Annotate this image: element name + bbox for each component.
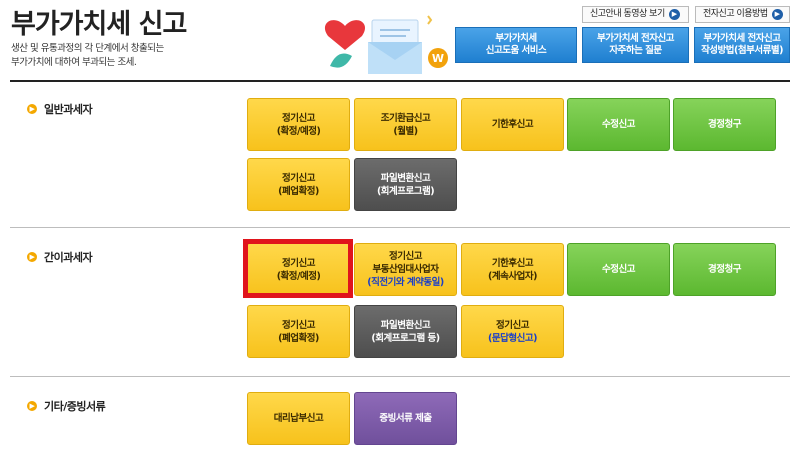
tile-line-1: 수정신고	[602, 119, 635, 130]
tile-line-2: (폐업확정)	[278, 185, 319, 197]
efiling-faq-button[interactable]: 부가가치세 전자신고 자주하는 질문	[582, 27, 689, 63]
tile-line-1: 정기신고	[389, 251, 422, 262]
tile-line-1: 증빙서류 제출	[379, 413, 432, 424]
simplified-correction-claim-tile[interactable]: 경정청구	[673, 243, 776, 296]
page-description: 생산 및 유통과정의 각 단계에서 창출되는 부가가치에 대하여 부과되는 조세…	[11, 42, 164, 70]
simplified-file-conversion-tile[interactable]: 파일변환신고 (회계프로그램 등)	[354, 305, 457, 358]
orange-chevron-icon: ▶	[27, 104, 37, 114]
tile-line-1: 경정청구	[708, 264, 741, 275]
tile-line-2: (확정/예정)	[276, 270, 321, 282]
tile-line-1: 조기환급신고	[380, 112, 431, 124]
general-file-conversion-tile[interactable]: 파일변환신고 (회계프로그램)	[354, 158, 457, 211]
tile-line-1: 정기신고	[496, 319, 529, 331]
general-early-refund-tile[interactable]: 조기환급신고 (월별)	[354, 98, 457, 151]
tile-line-2: (회계프로그램 등)	[371, 332, 440, 344]
efiling-howto-link[interactable]: 전자신고 이용방법 ▶	[695, 6, 790, 23]
tile-line-1: 파일변환신고	[380, 319, 431, 331]
tile-line-2: (월별)	[393, 125, 418, 137]
efiling-faq-line-1: 부가가치세 전자신고	[597, 33, 674, 44]
efiling-writing-guide-line-2: 작성방법(첨부서류별)	[701, 45, 783, 56]
general-late-filing-tile[interactable]: 기한후신고	[461, 98, 564, 151]
section-general-taxpayer: ▶ 일반과세자	[27, 101, 93, 117]
section-simplified-taxpayer: ▶ 간이과세자	[27, 249, 93, 265]
efiling-howto-link-label: 전자신고 이용방법	[703, 9, 768, 19]
chevron-right-icon: ▶	[771, 9, 783, 20]
tile-line-2: (회계프로그램)	[376, 185, 435, 197]
page-title: 부가가치세 신고	[11, 9, 187, 40]
section-other-documents: ▶ 기타/증빙서류	[27, 398, 106, 414]
efiling-writing-guide-button[interactable]: 부가가치세 전자신고 작성방법(첨부서류별)	[694, 27, 790, 63]
section-divider	[10, 376, 790, 377]
simplified-closure-filing-tile[interactable]: 정기신고 (폐업확정)	[247, 305, 350, 358]
efiling-faq-line-2: 자주하는 질문	[609, 45, 662, 56]
tile-line-1: 경정청구	[708, 119, 741, 130]
tile-line-1: 수정신고	[602, 264, 635, 275]
efiling-writing-guide-line-1: 부가가치세 전자신고	[703, 33, 781, 44]
filing-help-service-button[interactable]: 부가가치세 신고도움 서비스	[455, 27, 577, 63]
simplified-late-filing-tile[interactable]: 기한후신고 (계속사업자)	[461, 243, 564, 296]
tile-line-1: 기한후신고	[491, 119, 534, 130]
tile-line-2: (폐업확정)	[278, 332, 319, 344]
simplified-amended-filing-tile[interactable]: 수정신고	[567, 243, 670, 296]
orange-chevron-icon: ▶	[27, 401, 37, 411]
general-correction-claim-tile[interactable]: 경정청구	[673, 98, 776, 151]
tile-line-3: (직전기와 계약동일)	[367, 277, 444, 288]
tile-line-1: 정기신고	[282, 319, 315, 331]
section-simplified-title: 간이과세자	[44, 251, 93, 264]
filing-help-service-line-1: 부가가치세	[495, 33, 537, 44]
svg-text:W: W	[432, 52, 444, 65]
simplified-qa-filing-tile[interactable]: 정기신고 (문답형신고)	[461, 305, 564, 358]
simplified-rental-filing-tile[interactable]: 정기신고 부동산임대사업자 (직전기와 계약동일)	[354, 243, 457, 296]
selection-highlight	[243, 239, 353, 298]
tile-line-2: (계속사업자)	[488, 270, 537, 282]
guide-video-link[interactable]: 신고안내 동영상 보기 ▶	[582, 6, 689, 23]
tile-line-2: 부동산임대사업자	[372, 264, 439, 275]
proxy-payment-filing-tile[interactable]: 대리납부신고	[247, 392, 350, 445]
tile-line-1: 정기신고	[282, 112, 315, 124]
section-other-title: 기타/증빙서류	[44, 400, 106, 413]
tile-line-1: 기한후신고	[491, 257, 534, 269]
general-closure-filing-tile[interactable]: 정기신고 (폐업확정)	[247, 158, 350, 211]
section-general-title: 일반과세자	[44, 103, 93, 116]
tile-line-1: 정기신고	[282, 172, 315, 184]
tile-line-1: 파일변환신고	[380, 172, 431, 184]
general-regular-filing-tile[interactable]: 정기신고 (확정/예정)	[247, 98, 350, 151]
description-line-2: 부가가치에 대하여 부과되는 조세.	[11, 57, 137, 68]
guide-video-link-label: 신고안내 동영상 보기	[590, 9, 665, 19]
filing-help-service-line-2: 신고도움 서비스	[485, 45, 547, 56]
general-amended-filing-tile[interactable]: 수정신고	[567, 98, 670, 151]
tile-line-2: (문답형신고)	[488, 332, 537, 344]
header-divider	[10, 80, 790, 82]
section-divider	[10, 227, 790, 228]
description-line-1: 생산 및 유통과정의 각 단계에서 창출되는	[11, 43, 164, 54]
chevron-right-icon: ▶	[668, 9, 680, 20]
tile-line-1: 대리납부신고	[273, 413, 324, 424]
orange-chevron-icon: ▶	[27, 252, 37, 262]
tile-line-2: (확정/예정)	[276, 125, 321, 137]
tile-line-1: 정기신고	[282, 257, 315, 269]
envelope-illustration: W	[310, 6, 460, 78]
evidence-document-submit-tile[interactable]: 증빙서류 제출	[354, 392, 457, 445]
